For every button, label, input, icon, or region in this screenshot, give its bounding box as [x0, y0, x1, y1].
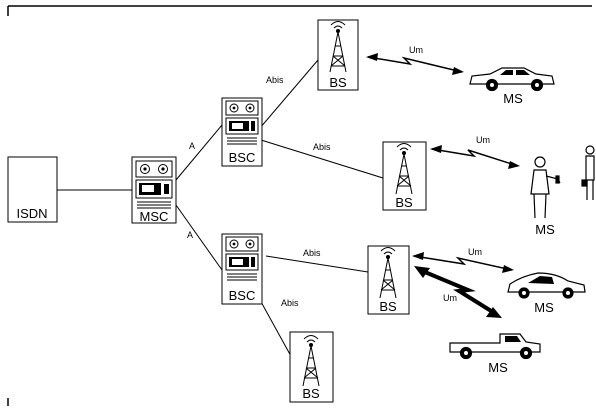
radio-link-sportscar — [412, 252, 514, 273]
bs-middle-node: BS — [382, 141, 427, 211]
radio-link-car-top — [366, 53, 464, 75]
isdn-label: ISDN — [16, 206, 47, 221]
antenna-tower-icon — [379, 247, 397, 299]
sports-car-icon — [507, 272, 586, 299]
antenna-tower-icon — [329, 21, 347, 73]
bs-lower-node: BS — [367, 245, 410, 315]
bs-bottom-label: BS — [302, 386, 320, 401]
radio-link-people — [430, 145, 520, 169]
ms-people-label: MS — [535, 222, 555, 237]
bsc-bottom-node: BSC — [221, 233, 263, 305]
bs-bottom-node: BS — [289, 331, 334, 403]
antenna-tower-icon — [395, 143, 413, 195]
frame-corner-top — [7, 5, 592, 16]
a-link-label-top: A — [189, 141, 195, 151]
antenna-tower-icon — [302, 335, 320, 387]
msc-node: MSC — [131, 156, 177, 224]
abis-label-bottom-bs: Abis — [281, 298, 299, 308]
person-phone-icon — [530, 156, 561, 219]
ms-car-top-label: MS — [503, 91, 523, 106]
bsc-top-label: BSC — [229, 150, 256, 165]
bsc-top-node: BSC — [221, 97, 263, 167]
sedan-car-icon — [469, 67, 555, 92]
ms-truck-label: MS — [488, 360, 508, 375]
bsc-bottom-label: BSC — [229, 288, 256, 303]
person-standing-icon — [581, 145, 595, 200]
isdn-node: ISDN — [7, 156, 58, 223]
ms-sportscar-label: MS — [534, 300, 554, 315]
connection-lines — [57, 59, 384, 359]
abis-label-middle-bs: Abis — [313, 142, 331, 152]
bs-top-node: BS — [317, 19, 359, 91]
bs-top-label: BS — [329, 75, 347, 90]
bs-middle-label: BS — [395, 195, 413, 210]
pickup-truck-icon — [449, 333, 541, 360]
um-label-people: Um — [476, 135, 490, 145]
abis-label-lower-bs: Abis — [303, 248, 321, 258]
a-link-label-bottom: A — [187, 230, 193, 240]
bs-lower-label: BS — [379, 299, 397, 314]
um-label-sportscar: Um — [468, 247, 482, 257]
um-label-truck: Um — [443, 293, 457, 303]
msc-label: MSC — [140, 209, 169, 224]
um-label-car-top: Um — [409, 45, 423, 55]
radio-link-truck — [414, 266, 502, 318]
abis-label-top-bs: Abis — [266, 75, 284, 85]
